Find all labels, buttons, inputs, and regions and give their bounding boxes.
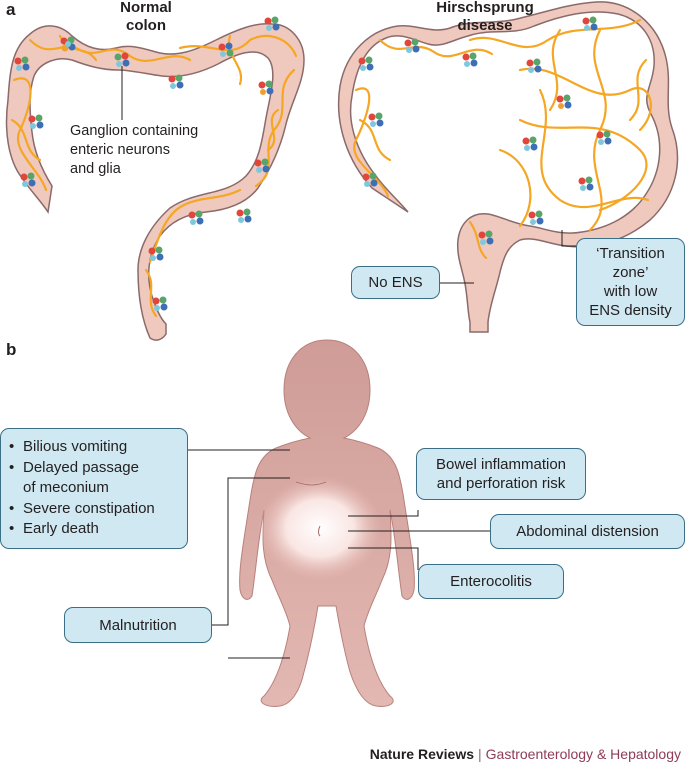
abdominal-glow: [258, 476, 382, 580]
transition-zone-box: ‘Transition zone’ with low ENS density: [576, 238, 685, 326]
normal-nerve-fibers: [10, 34, 298, 318]
navel: [318, 525, 321, 537]
symptoms-list: Bilious vomiting Delayed passage: [9, 437, 179, 478]
journal-credit: Nature Reviews|Gastroenterology & Hepato…: [370, 746, 681, 762]
normal-colon-title-line1: Normal: [120, 0, 172, 16]
symptom-item: Early death: [9, 519, 179, 540]
ganglion-label-line3: and glia: [70, 161, 121, 177]
child-figure: [188, 339, 490, 707]
ganglion-clusters-hirschsprung: [358, 16, 612, 245]
transition-line4: ENS density: [589, 302, 672, 319]
symptom-item-continuation: of meconium: [23, 479, 109, 496]
symptom-item: Severe constipation: [9, 499, 179, 520]
ganglion-label-line1: Ganglion containing: [70, 123, 199, 139]
journal-separator: |: [478, 746, 482, 762]
symptom-item: Bilious vomiting: [9, 437, 179, 458]
abdominal-distension-box: Abdominal distension: [490, 514, 685, 549]
hirschsprung-title-line1: Hirschsprung: [436, 0, 534, 16]
hirschsprung-colon: [337, 1, 679, 333]
normal-colon: [5, 16, 305, 341]
hirschsprung-callouts: [440, 230, 576, 284]
normal-colon-body: [5, 22, 305, 341]
bowel-line1: Bowel inflammation: [435, 456, 567, 473]
enterocolitis-text: Enterocolitis: [450, 573, 532, 590]
no-ens-box: No ENS: [351, 266, 440, 299]
bowel-inflammation-box: Bowel inflammation and perforation risk: [416, 448, 586, 500]
malnutrition-text: Malnutrition: [99, 616, 177, 634]
normal-colon-title: Normal colon: [96, 0, 196, 35]
no-ens-text: No ENS: [368, 274, 423, 291]
panel-b-label: b: [6, 340, 17, 359]
ganglion-clusters-normal: [14, 16, 280, 311]
symptom-connectors: [188, 449, 490, 659]
symptom-item: Delayed passage: [9, 458, 179, 479]
ganglion-label: Ganglion containing enteric neurons and …: [70, 122, 260, 179]
hirschsprung-title: Hirschsprung disease: [420, 0, 550, 35]
subjournal-name: Gastroenterology & Hepatology: [485, 746, 681, 762]
abdominal-distension-text: Abdominal distension: [516, 523, 659, 540]
hirschsprung-title-line2: disease: [457, 17, 513, 34]
bowel-line2: and perforation risk: [436, 475, 566, 492]
symptoms-box: Bilious vomiting Delayed passage of meco…: [0, 428, 188, 549]
ganglion-label-line2: enteric neurons: [70, 142, 170, 158]
chest-line: [295, 481, 327, 486]
hirschsprung-nerve-fibers: [353, 18, 652, 260]
symptoms-list-cont: Severe constipation Early death: [9, 499, 179, 540]
transition-line3: with low: [603, 283, 658, 300]
normal-colon-title-line2: colon: [126, 17, 166, 34]
panel-a-label: a: [6, 0, 16, 19]
enterocolitis-box: Enterocolitis: [418, 564, 564, 599]
hirschsprung-colon-body: [337, 1, 679, 333]
journal-name: Nature Reviews: [369, 746, 475, 762]
malnutrition-box: Malnutrition: [64, 607, 212, 643]
transition-line2: zone’: [612, 264, 649, 281]
transition-line1: ‘Transition: [596, 245, 665, 262]
